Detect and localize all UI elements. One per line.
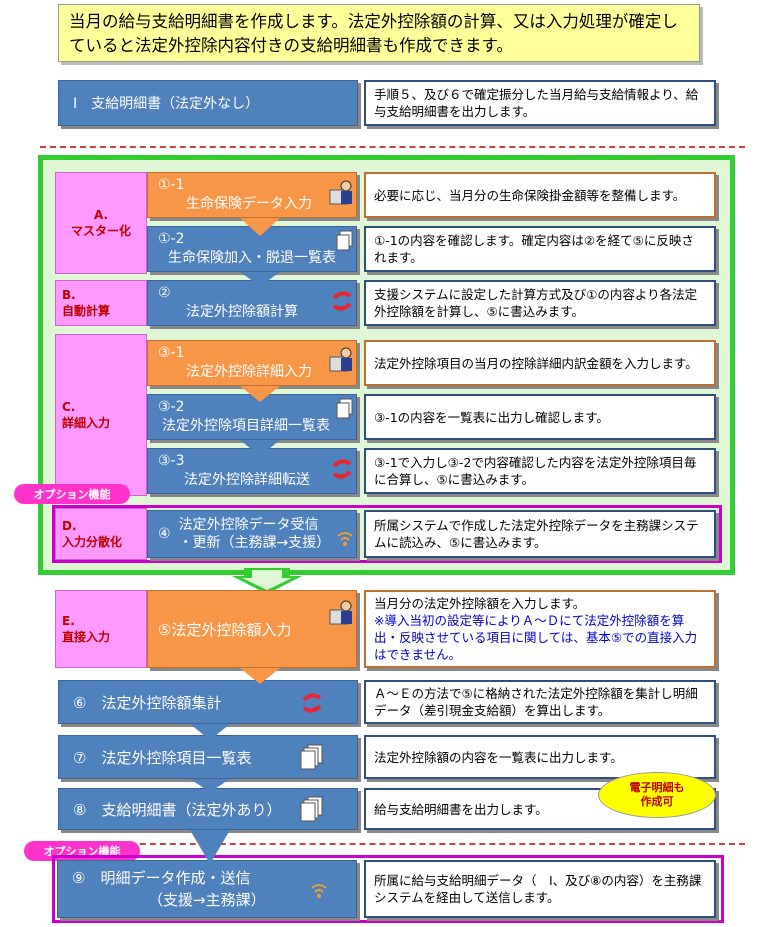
step-3-3-label: 法定外控除詳細転送 [184,472,310,488]
step-2-num: ② [158,285,171,301]
person-computer-icon [328,598,354,628]
step-9-label-2: （支援→主務課） [148,891,266,909]
step-9-label-1: ⑨ 明細データ作成・送信 [72,869,251,887]
step-5-desc-1: 当月分の法定外控除額を入力します。 [374,596,586,611]
step-3-3-box: ③-3 法定外控除詳細転送 [147,448,357,494]
step-i-desc: 手順５、及び６で確定振分した当月給与支給情報より、給与支給明細書を出力します。 [364,80,716,126]
step-5-box: ⑤法定外控除額入力 [147,590,357,668]
document-stack-icon [336,230,354,252]
refresh-arrows-icon [300,690,324,716]
bubble-line-2: 作成可 [640,795,674,808]
step-9-desc: 所属に給与支給明細データ（ Ⅰ、及び⑧の内容）を主務課システムを経由して送信しま… [364,860,716,918]
category-c: C. 詳細入力 [55,334,147,496]
dashed-divider-1 [40,146,745,148]
step-1-2-num: ①-2 [158,231,185,247]
green-down-arrow [232,568,302,594]
step-4-num: ④ [158,526,171,542]
step-5-desc-2: ※導入当初の設定等によりＡ～Ｄにて法定外控除額を算出・反映させている項目に関して… [374,613,698,662]
step-i-label: Ⅰ 支給明細書（法定外なし） [73,96,260,112]
step-4-desc: 所属システムで作成した法定外控除データを主務課システムに読込み、⑤に書込みます。 [364,510,716,558]
step-3-1-num: ③-1 [158,345,185,361]
step-1-2-label: 生命保険加入・脱退一覧表 [168,250,336,266]
category-b-letter: B. [62,288,76,302]
e-statement-bubble: 電子明細も 作成可 [598,772,716,818]
step-2-label: 法定外控除額計算 [186,304,298,320]
step-3-2-desc: ③-1の内容を一覧表に出力し確認します。 [364,394,716,440]
option-d-frame [52,505,722,563]
step-1-1-desc: 必要に応じ、当月分の生命保険掛金額等を整備します。 [364,172,716,218]
person-computer-icon [328,178,354,208]
step-3-2-box: ③-2 法定外控除項目詳細一覧表 [147,394,357,440]
person-computer-icon [328,345,354,375]
step-3-1-box: ③-1 法定外控除詳細入力 [147,340,357,386]
category-d-letter: D. [62,519,77,533]
wireless-signal-icon [336,528,354,550]
step-1-2-box: ①-2 生命保険加入・脱退一覧表 [147,226,357,272]
dashed-divider-2 [40,843,745,845]
category-a-name: マスター化 [70,224,131,238]
refresh-arrows-icon [330,288,354,314]
step-3-3-desc: ③-1で入力し③-2で内容確認した内容を法定外控除項目毎に合算し、⑤に書込みます… [364,448,716,494]
step-3-1-label: 法定外控除詳細入力 [186,364,312,380]
step-5-label: ⑤法定外控除額入力 [158,620,292,639]
step-2-box: ② 法定外控除額計算 [147,280,357,326]
step-2-desc: 支援システムに設定した計算方式及び①の内容より各法定外控除額を計算し、⑤に書込み… [364,280,716,326]
category-e-name: 直接入力 [62,630,111,644]
step-1-1-box: ①-1 生命保険データ入力 [147,172,357,218]
document-stack-icon [336,398,354,420]
option-badge-1: オプション機能 [14,484,130,504]
step-4-box: ④ 法定外控除データ受信 ・更新（主務課→支援） [147,510,357,558]
refresh-arrows-icon [330,456,354,482]
category-c-letter: C. [62,400,76,414]
intro-box: 当月の給与支給明細書を作成します。法定外控除額の計算、又は入力処理が確定している… [58,4,700,62]
step-6-box: ⑥ 法定外控除額集計 [58,680,358,724]
category-d-name: 入力分散化 [62,535,123,549]
category-b-name: 自動計算 [62,304,111,318]
bubble-line-1: 電子明細も [629,781,685,794]
category-a-letter: A. [93,208,109,222]
step-4-label-1: 法定外控除データ受信 [178,517,319,533]
step-4-label-2: ・更新（主務課→支援） [178,535,331,551]
category-c-name: 詳細入力 [62,416,111,430]
category-e: E. 直接入力 [55,590,147,668]
step-i-box: Ⅰ 支給明細書（法定外なし） [58,80,358,126]
document-stack-icon [300,796,324,822]
document-stack-icon [300,744,324,770]
wireless-signal-icon [310,880,328,902]
step-8-label: ⑧ 支給明細書（法定外あり） [73,800,282,819]
step-1-1-label: 生命保険データ入力 [186,196,312,212]
category-b: B. 自動計算 [55,280,147,326]
step-3-3-num: ③-3 [158,453,185,469]
step-7-label: ⑦ 法定外控除項目一覧表 [73,748,252,767]
step-3-2-num: ③-2 [158,399,185,415]
step-3-1-desc: 法定外控除項目の当月の控除詳細内訳金額を入力します。 [364,340,716,386]
step-1-1-num: ①-1 [158,177,185,193]
step-5-desc: 当月分の法定外控除額を入力します。 ※導入当初の設定等によりＡ～Ｄにて法定外控除… [364,590,716,668]
step-6-label: ⑥ 法定外控除額集計 [73,693,222,712]
category-e-letter: E. [62,614,75,628]
option-9-frame [52,855,724,923]
step-6-desc: Ａ～Ｅの方法で⑤に格納された法定外控除額を集計し明細データ（差引現金支給額）を算… [364,680,716,724]
category-a: A. マスター化 [55,172,147,274]
step-3-2-label: 法定外控除項目詳細一覧表 [162,418,330,434]
step-1-2-desc: ①-1の内容を確認します。確定内容は②を経て⑤に反映されます。 [364,226,716,272]
category-d: D. 入力分散化 [55,508,147,560]
